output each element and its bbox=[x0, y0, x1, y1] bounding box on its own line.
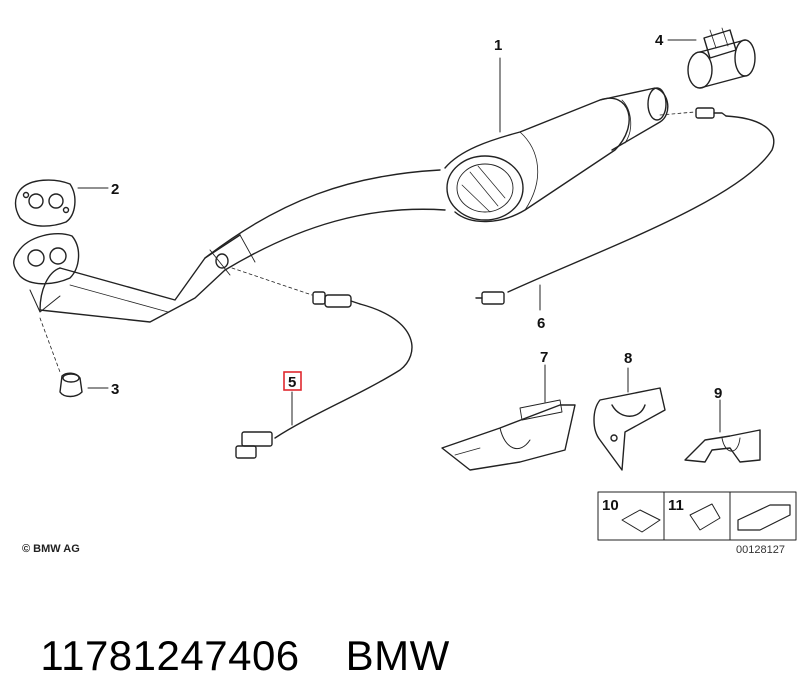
brand-name: BMW bbox=[345, 632, 450, 679]
downpipe-flange bbox=[13, 233, 80, 313]
callout-1: 1 bbox=[494, 37, 502, 54]
callout-6: 6 bbox=[537, 315, 545, 332]
callout-3: 3 bbox=[111, 381, 119, 398]
callout-7: 7 bbox=[540, 349, 548, 366]
callout-4: 4 bbox=[655, 32, 664, 49]
clip-bracket bbox=[684, 399, 761, 463]
copyright-text: © BMW AG bbox=[22, 543, 80, 555]
callout-5: 5 bbox=[288, 374, 296, 391]
drawing-number: 00128127 bbox=[736, 544, 785, 556]
small-parts-box bbox=[597, 491, 797, 541]
exhaust-gasket bbox=[14, 179, 109, 227]
callout-9: 9 bbox=[714, 385, 722, 402]
callout-2: 2 bbox=[111, 181, 119, 198]
callout-8: 8 bbox=[624, 350, 632, 367]
rear-oxygen-sensor bbox=[475, 107, 775, 311]
pipe-clamp bbox=[667, 27, 756, 89]
mounting-bracket bbox=[593, 367, 666, 471]
exhaust-pipe-catalytic-converter bbox=[39, 57, 669, 323]
front-oxygen-sensor bbox=[231, 267, 413, 459]
exhaust-parts-diagram: 1 2 3 4 5 6 7 8 9 10 11 © BMW AG 0012812… bbox=[13, 27, 797, 556]
rubber-grommet bbox=[39, 317, 109, 398]
highlight-box bbox=[283, 371, 302, 391]
callout-11: 11 bbox=[668, 497, 684, 514]
part-number: 11781247406 bbox=[40, 632, 300, 679]
callout-10: 10 bbox=[602, 497, 619, 514]
heat-shield-bracket bbox=[441, 364, 576, 471]
part-caption: 11781247406 BMW bbox=[16, 584, 450, 679]
